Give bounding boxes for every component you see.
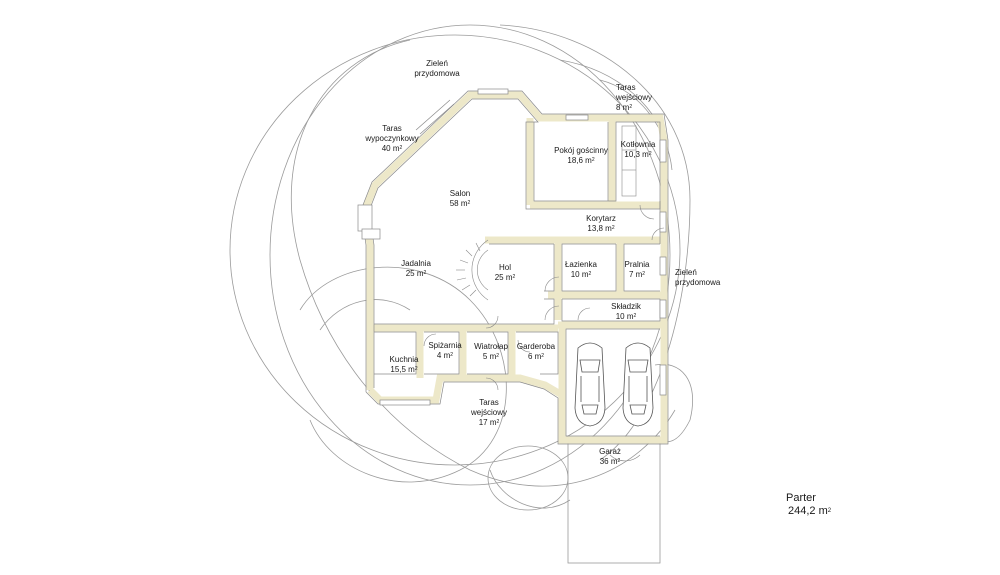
wall-outlines — [360, 90, 669, 445]
room-label-spizarnia: Spiżarnia 4 m2 — [428, 341, 462, 360]
staircase — [456, 239, 489, 301]
room-label-kuchnia: Kuchnia 15,5 m2 — [389, 355, 419, 374]
room-label-pralnia: Pralnia 7 m2 — [624, 260, 650, 279]
room-label-kotlownia: Kotłownia 10,3 m2 — [620, 140, 656, 159]
car-right — [622, 342, 654, 427]
room-label-pokoj-goscinny: Pokój gościnny 18,6 m2 — [554, 146, 608, 165]
room-label-garaz: Garaż 36 m2 — [599, 447, 621, 466]
room-label-wiatrolap: Wiatrołap 5 m2 — [474, 342, 508, 361]
room-label-salon: Salon 58 m2 — [449, 189, 471, 208]
floor-summary: Parter 244,2 m2 — [786, 492, 831, 518]
car-left — [574, 342, 606, 427]
boiler-fixtures — [621, 125, 637, 197]
room-label-hol: Hol 25 m2 — [494, 263, 516, 282]
room-label-garderoba: Garderoba 6 m2 — [516, 342, 556, 361]
door-swings — [423, 204, 665, 462]
floor-name: Parter — [786, 492, 816, 504]
floor-total-area: 244,2 m2 — [788, 505, 832, 517]
room-label-skladzik: Składzik 10 m2 — [611, 302, 641, 321]
room-label-lazienka: Łazienka 10 m2 — [564, 260, 598, 279]
windows — [357, 88, 667, 406]
room-label-korytarz: Korytarz 13,8 m2 — [586, 214, 616, 233]
room-label-jadalnia: Jadalnia 25 m2 — [401, 259, 431, 278]
